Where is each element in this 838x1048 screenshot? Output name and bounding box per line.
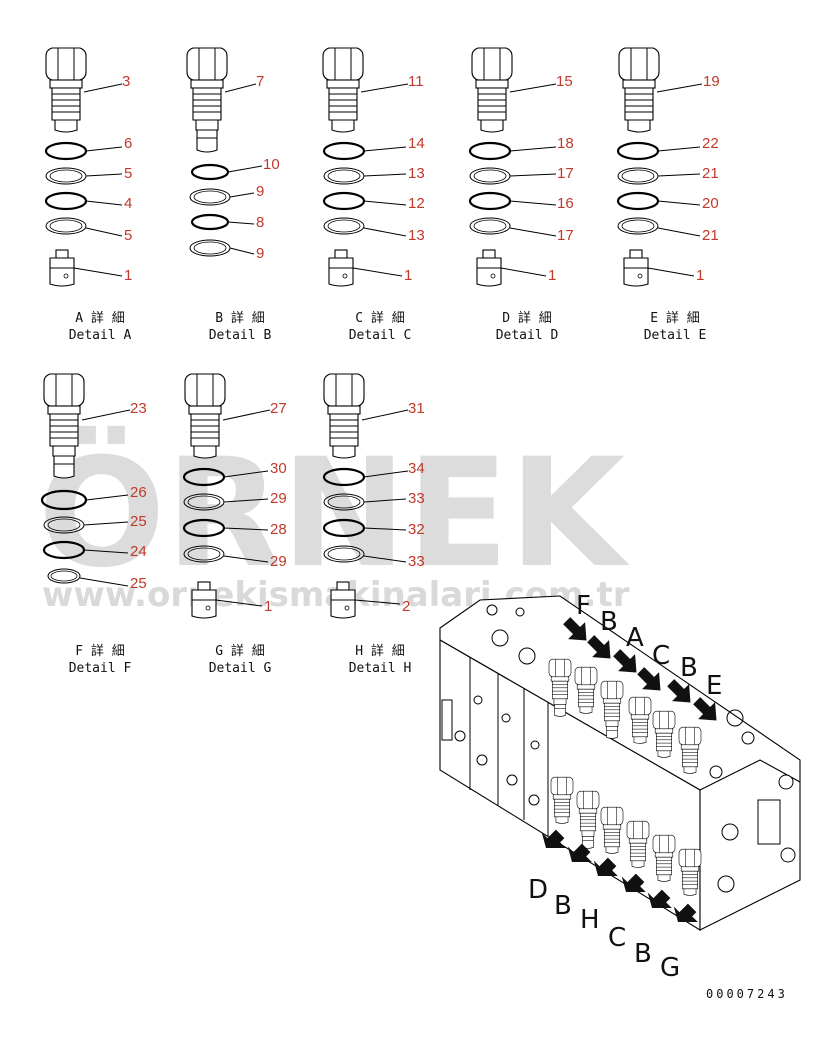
caption-jp: D 詳 細 (502, 310, 551, 326)
caption-en: Detail E (644, 328, 707, 343)
part-label: 13 (408, 165, 425, 182)
part-label: 8 (256, 214, 264, 231)
part-label: 5 (124, 227, 132, 244)
caption-en: Detail C (349, 328, 412, 343)
part-label: 11 (408, 73, 424, 90)
view-letter: A (626, 623, 644, 653)
caption-en: Detail H (349, 661, 412, 676)
part-label: 25 (130, 513, 147, 530)
view-letter: E (706, 671, 722, 701)
caption-en: Detail G (209, 661, 272, 676)
part-label: 29 (270, 553, 287, 570)
part-label: 19 (703, 73, 720, 90)
part-label: 21 (702, 165, 719, 182)
part-label: 4 (124, 195, 132, 212)
part-label: 1 (696, 267, 704, 284)
part-label: 10 (263, 156, 280, 173)
part-label: 32 (408, 521, 425, 538)
valve-15 (471, 47, 513, 133)
part-label: 34 (408, 460, 425, 477)
detail-d: 15 18 17 16 17 1 D 詳 細 Detail D (468, 47, 574, 343)
part-label: 22 (702, 135, 719, 152)
part-label: 3 (122, 73, 130, 90)
valve-7 (187, 48, 227, 152)
part-label: 25 (130, 575, 147, 592)
part-label: 21 (702, 227, 719, 244)
part-label: 1 (124, 267, 132, 284)
caption-jp: A 詳 細 (75, 310, 124, 326)
part-label: 9 (256, 245, 264, 262)
view-letter: B (600, 607, 618, 637)
part-label: 1 (548, 267, 556, 284)
caption-jp: F 詳 細 (75, 643, 124, 659)
part-label: 23 (130, 400, 147, 417)
view-letter: D (528, 875, 548, 905)
caption-jp: G 詳 細 (215, 643, 264, 659)
view-letter: C (608, 923, 626, 953)
part-label: 9 (256, 183, 264, 200)
part-label: 17 (557, 165, 574, 182)
valve-27 (184, 373, 226, 459)
caption-jp: E 詳 細 (650, 310, 699, 326)
view-letter: B (680, 653, 698, 683)
caption-en: Detail F (69, 661, 132, 676)
caption-jp: C 詳 細 (355, 310, 404, 326)
part-label: 2 (402, 598, 410, 615)
part-label: 33 (408, 490, 425, 507)
part-label: 28 (270, 521, 287, 538)
part-label: 6 (124, 135, 132, 152)
detail-c: 11 14 13 12 13 1 C 詳 細 Detail C (322, 47, 425, 343)
view-arrows-bottom: D B H C B G (528, 823, 703, 983)
valve-31 (323, 373, 365, 459)
caption-en: Detail D (496, 328, 559, 343)
part-label: 29 (270, 490, 287, 507)
detail-a: 3 6 5 4 5 1 A 詳 細 Detail A (44, 47, 132, 343)
part-label: 16 (557, 195, 574, 212)
valve-19 (618, 47, 660, 133)
caption-en: Detail B (209, 328, 272, 343)
part-label: 33 (408, 553, 425, 570)
part-label: 31 (408, 400, 425, 417)
part-label: 20 (702, 195, 719, 212)
view-letter: B (634, 939, 652, 969)
part-label: 7 (256, 73, 264, 90)
part-label: 1 (404, 267, 412, 284)
caption-en: Detail A (69, 328, 132, 343)
part-label: 18 (557, 135, 574, 152)
view-letter: H (580, 905, 600, 935)
caption-jp: H 詳 細 (355, 643, 404, 659)
view-letter: B (554, 891, 572, 921)
view-arrows-top: F B A C B E (558, 591, 725, 729)
valve-3 (45, 47, 87, 133)
part-label: 5 (124, 165, 132, 182)
part-label: 15 (556, 73, 573, 90)
control-valve-assembly (439, 595, 801, 931)
document-number: 00007243 (706, 987, 788, 1001)
part-label: 24 (130, 543, 147, 560)
part-label: 12 (408, 195, 425, 212)
part-label: 17 (557, 227, 574, 244)
detail-e: 19 22 21 20 21 1 E 詳 細 Detail E (616, 47, 720, 343)
part-label: 27 (270, 400, 287, 417)
view-letter: G (660, 953, 680, 983)
part-label: 13 (408, 227, 425, 244)
detail-g: 27 30 29 28 29 1 G 詳 細 Detail G (182, 373, 287, 676)
caption-jp: B 詳 細 (215, 310, 264, 326)
view-letter: C (652, 641, 670, 671)
part-label: 30 (270, 460, 287, 477)
valve-11 (322, 47, 364, 133)
part-label: 1 (264, 598, 272, 615)
part-label: 26 (130, 484, 147, 501)
detail-h: 31 34 33 32 33 2 H 詳 細 Detail H (322, 373, 425, 676)
part-label: 14 (408, 135, 425, 152)
view-letter: F (576, 591, 591, 621)
detail-b: 7 10 9 8 9 B 詳 細 Detail B (187, 48, 280, 343)
detail-f: 23 26 25 24 25 F 詳 細 Detail F (40, 374, 147, 676)
